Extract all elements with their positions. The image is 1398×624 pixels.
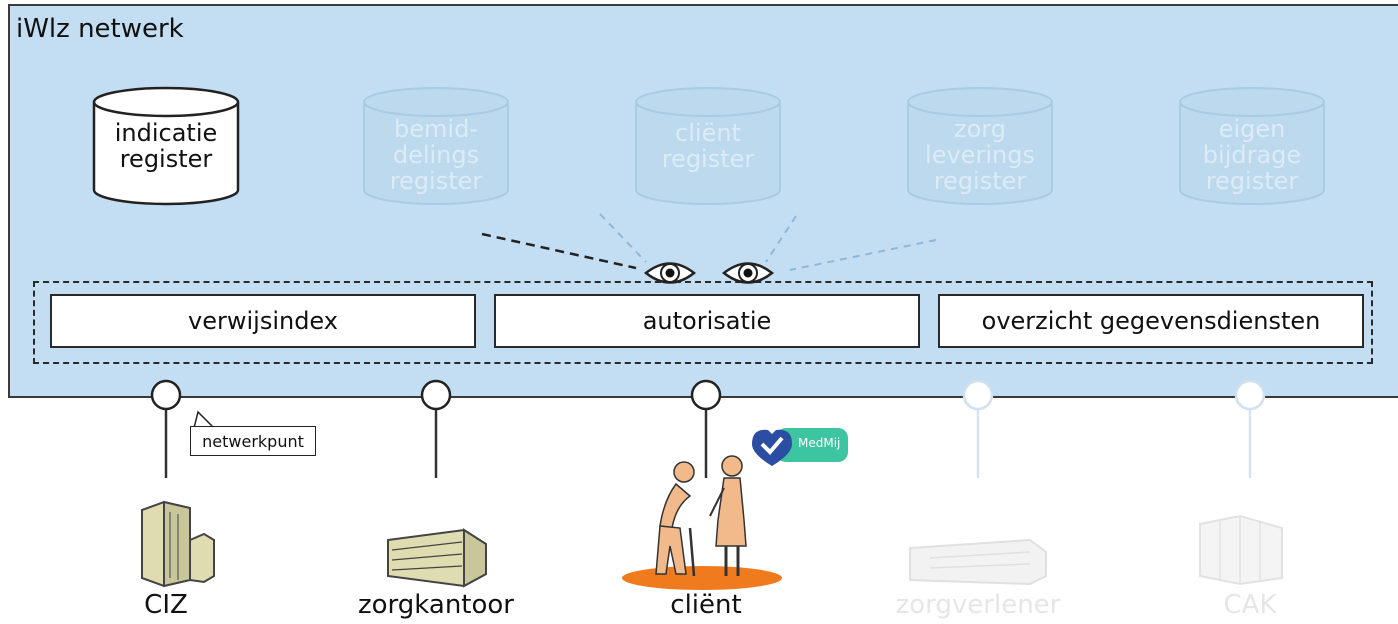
client-people-illustration bbox=[622, 455, 782, 590]
service-verwijsindex: verwijsindex bbox=[50, 294, 476, 348]
office-building-icon bbox=[1199, 514, 1283, 586]
registry-indicatie: indicatie register bbox=[92, 86, 240, 208]
office-building-icon bbox=[387, 528, 487, 588]
services-group bbox=[33, 281, 1373, 364]
database-icon bbox=[92, 86, 240, 206]
care-building-icon bbox=[909, 538, 1047, 586]
node-label-cak: CAK bbox=[1223, 590, 1277, 620]
database-icon bbox=[363, 87, 509, 205]
office-building-icon bbox=[141, 500, 215, 588]
registry-eigen-bijdrage: eigen bijdrage register bbox=[1178, 86, 1326, 208]
registry-label: bemid- delings register bbox=[389, 115, 483, 195]
registry-label: eigen bijdrage register bbox=[1202, 115, 1302, 195]
netwerkpunt-callout: netwerkpunt bbox=[190, 426, 316, 456]
network-title: iWlz netwerk bbox=[16, 14, 184, 44]
registry-zorglevering: zorg leverings register bbox=[906, 86, 1054, 208]
service-overzicht-gegevensdiensten: overzicht gegevensdiensten bbox=[938, 294, 1364, 348]
service-autorisatie: autorisatie bbox=[494, 294, 920, 348]
node-label-ciz: CIZ bbox=[144, 590, 188, 620]
node-label-zorgverlener: zorgverlener bbox=[895, 590, 1061, 620]
database-icon bbox=[1179, 87, 1325, 205]
registry-label: cliënt register bbox=[661, 119, 755, 173]
registry-label: zorg leverings register bbox=[925, 115, 1035, 195]
database-icon bbox=[907, 87, 1053, 205]
node-label-client: cliënt bbox=[670, 590, 742, 620]
registry-label: indicatie register bbox=[114, 119, 218, 173]
database-icon bbox=[635, 87, 781, 205]
registry-bemiddelings: bemid- delings register bbox=[362, 86, 510, 208]
registry-client: cliënt register bbox=[634, 86, 782, 208]
medmij-logo-text: MedMij bbox=[798, 436, 841, 450]
node-label-zorgkantoor: zorgkantoor bbox=[358, 590, 514, 620]
